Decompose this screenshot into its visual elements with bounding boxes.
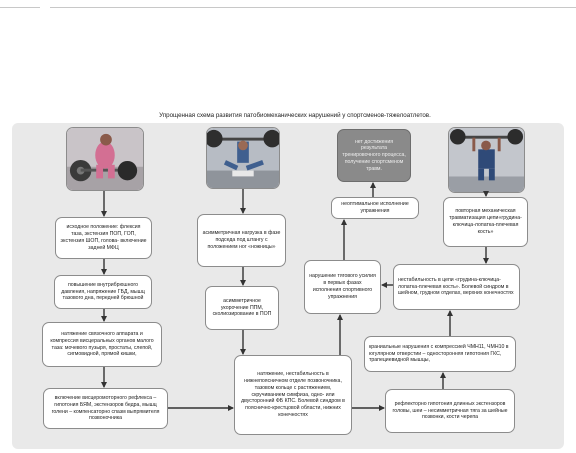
node-suboptimal-execution: неоптимальное исполнение упражнения <box>331 197 419 219</box>
weightlifter-pink-photo-icon <box>67 128 143 190</box>
node-repeated-trauma: повторная механическая травматизация цеп… <box>443 197 528 247</box>
diagram-title: Упрощенная схема развития патобиомеханич… <box>159 112 431 119</box>
node-ligament-tension: натяжение связочного аппарата и компресс… <box>42 322 162 367</box>
node-visceromotor-reflex: включение висцеромоторного рефлекса – ги… <box>43 388 168 429</box>
node-intraabdominal-pressure: повышение внутрибрюшного давления, напря… <box>54 275 152 309</box>
node-initial-position: исходное положение: флексия таза, экстен… <box>55 217 152 259</box>
node-asymmetric-load: асимметричная нагрузка в фазе подседа по… <box>197 214 286 267</box>
node-no-result: нет достижения результата тренировочного… <box>337 129 411 182</box>
photo-weightlifter-middle <box>206 127 280 189</box>
node-chain-instability: нестабильность в цепи «грудина-ключица-л… <box>393 264 520 310</box>
node-traction-disturbance: нарушение тягового усилия в первых фазах… <box>304 260 381 314</box>
photo-weightlifter-left <box>66 127 144 191</box>
weightlifter-lunge-photo-icon <box>207 128 279 188</box>
node-asymmetric-shortening: асимметричное укорочение ППМ, сколиозиро… <box>205 286 279 330</box>
top-rule-left <box>0 7 40 8</box>
weightlifter-overhead-photo-icon <box>449 128 524 192</box>
top-rule-right <box>50 7 576 8</box>
node-reflex-hypotonia: рефлекторно гипотония длинных экстензоро… <box>385 389 515 433</box>
photo-weightlifter-right <box>448 127 525 193</box>
node-lumbar-instability: натяжение, нестабильность в нижнепояснич… <box>234 355 352 435</box>
node-cranial-disorders: краниальные нарушения с компрессией ЧМН1… <box>364 336 516 372</box>
